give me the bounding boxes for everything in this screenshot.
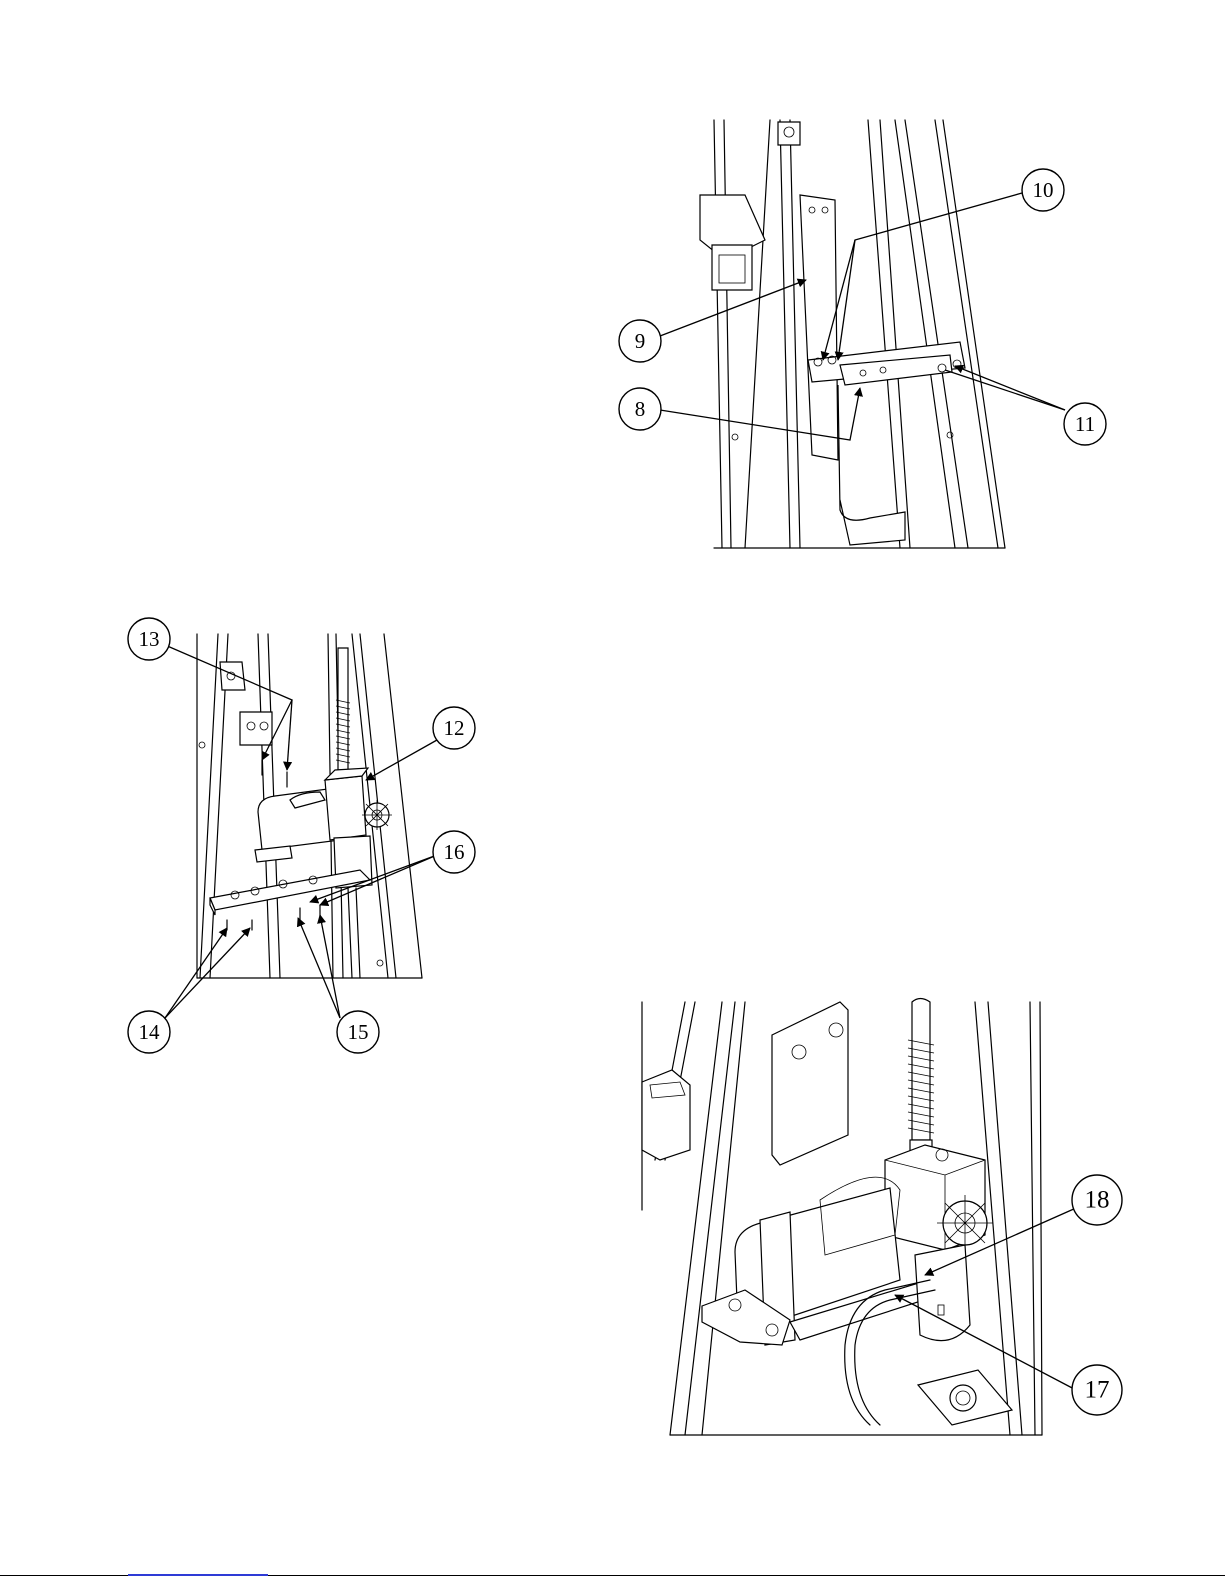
- callout-13: 13: [128, 618, 170, 660]
- figure-bottom-right-callouts: 18 17: [1072, 1175, 1122, 1415]
- callout-17: 17: [1072, 1365, 1122, 1415]
- callout-14: 14: [128, 1011, 170, 1053]
- callout-15-label: 15: [348, 1020, 369, 1044]
- callout-9: 9: [619, 320, 661, 362]
- callout-11: 11: [1064, 403, 1106, 445]
- callout-15: 15: [337, 1011, 379, 1053]
- callout-14-label: 14: [139, 1020, 161, 1044]
- callout-12-label: 12: [444, 716, 465, 740]
- callout-18: 18: [1072, 1175, 1122, 1225]
- figure-bottom-right: [642, 999, 1076, 1436]
- callout-10: 10: [1022, 169, 1064, 211]
- callout-12: 12: [433, 707, 475, 749]
- callout-16-label: 16: [444, 840, 465, 864]
- callout-18-label: 18: [1085, 1187, 1110, 1214]
- figure-top-right-callouts: 10 9 8 11: [619, 169, 1106, 445]
- footer-link-underline[interactable]: [128, 1574, 268, 1576]
- figure-top-right: [660, 120, 1065, 548]
- callout-10-label: 10: [1033, 178, 1054, 202]
- callout-16: 16: [433, 831, 475, 873]
- callout-9-label: 9: [635, 329, 646, 353]
- figure-middle-left: [165, 634, 437, 1018]
- callout-13-label: 13: [139, 627, 160, 651]
- callout-17-label: 17: [1085, 1377, 1110, 1404]
- callout-11-label: 11: [1075, 412, 1095, 436]
- callout-8: 8: [619, 388, 661, 430]
- callout-8-label: 8: [635, 397, 646, 421]
